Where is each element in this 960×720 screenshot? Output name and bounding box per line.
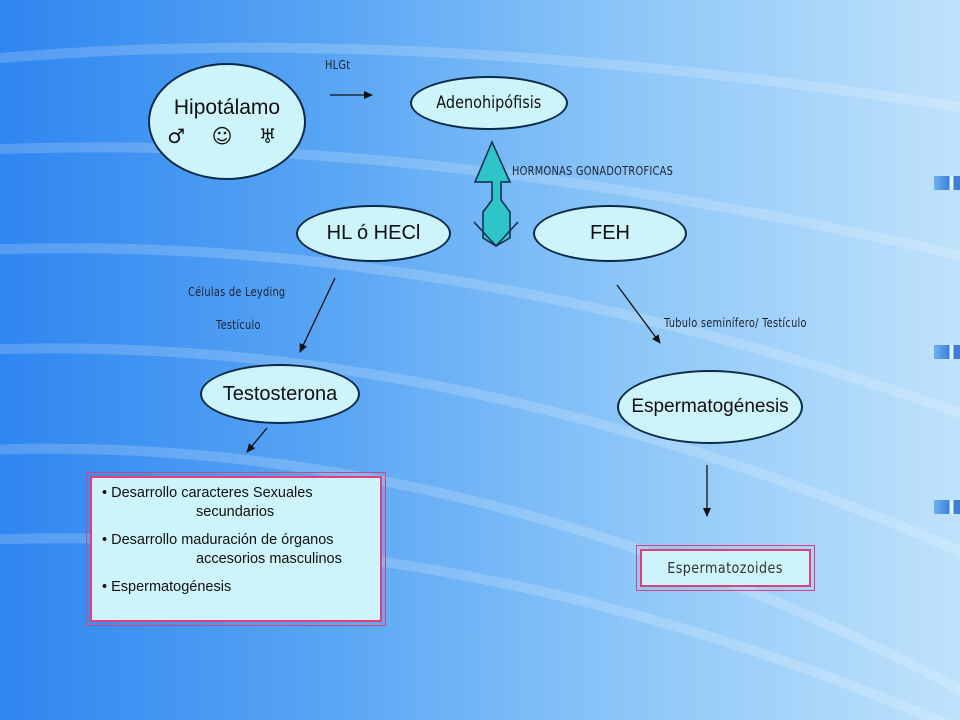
label-hlgt: HLGt	[325, 58, 351, 72]
label-tubulo-seminifero: Tubulo seminífero/ Testículo	[664, 316, 807, 330]
effects-box: • Desarrollo caracteres Sexuales secunda…	[86, 472, 386, 626]
result-label: Espermatozoides	[667, 559, 784, 577]
node-adenohipofisis: Adenohipófisis	[410, 76, 568, 130]
label-testiculo: Testículo	[216, 318, 261, 332]
node-testosterona-label: Testosterona	[222, 382, 338, 405]
node-feh: FEH	[533, 205, 687, 262]
label-hormonas-gonadotroficas: HORMONAS GONADOTROFICAS	[512, 164, 674, 178]
node-hipotalamo-symbols: ♂ ☺ ♅	[167, 123, 287, 148]
node-hipotalamo-label: Hipotálamo	[173, 95, 281, 119]
node-hl: HL ó HECl	[296, 205, 451, 262]
arrow-hl-to-testosterona	[299, 277, 336, 353]
node-espermatogenesis: Espermatogénesis	[617, 370, 803, 444]
list-item: • Desarrollo caracteres Sexuales secunda…	[102, 485, 313, 520]
node-espermatogenesis-label: Espermatogénesis	[631, 396, 789, 417]
list-item: • Espermatogénesis	[102, 579, 232, 595]
double-arrow-icon	[473, 140, 512, 247]
node-hl-label: HL ó HECl	[326, 222, 421, 244]
label-celulas-leyding: Células de Leyding	[188, 285, 286, 299]
edge-decoration	[934, 345, 960, 359]
arrow-feh-to-espermatogenesis	[616, 284, 661, 344]
effects-list: • Desarrollo caracteres Sexuales secunda…	[92, 478, 380, 597]
node-hipotalamo: Hipotálamo ♂ ☺ ♅	[148, 63, 306, 180]
node-feh-label: FEH	[590, 222, 630, 244]
list-item: • Desarrollo maduración de órganos acces…	[102, 532, 342, 567]
result-box-espermatozoides: Espermatozoides	[636, 545, 815, 591]
edge-decoration	[934, 176, 960, 190]
node-testosterona: Testosterona	[200, 364, 360, 424]
edge-decoration	[934, 500, 960, 514]
arrow-testosterona-to-effects	[246, 427, 268, 453]
node-adenohipofisis-label: Adenohipófisis	[436, 93, 542, 113]
